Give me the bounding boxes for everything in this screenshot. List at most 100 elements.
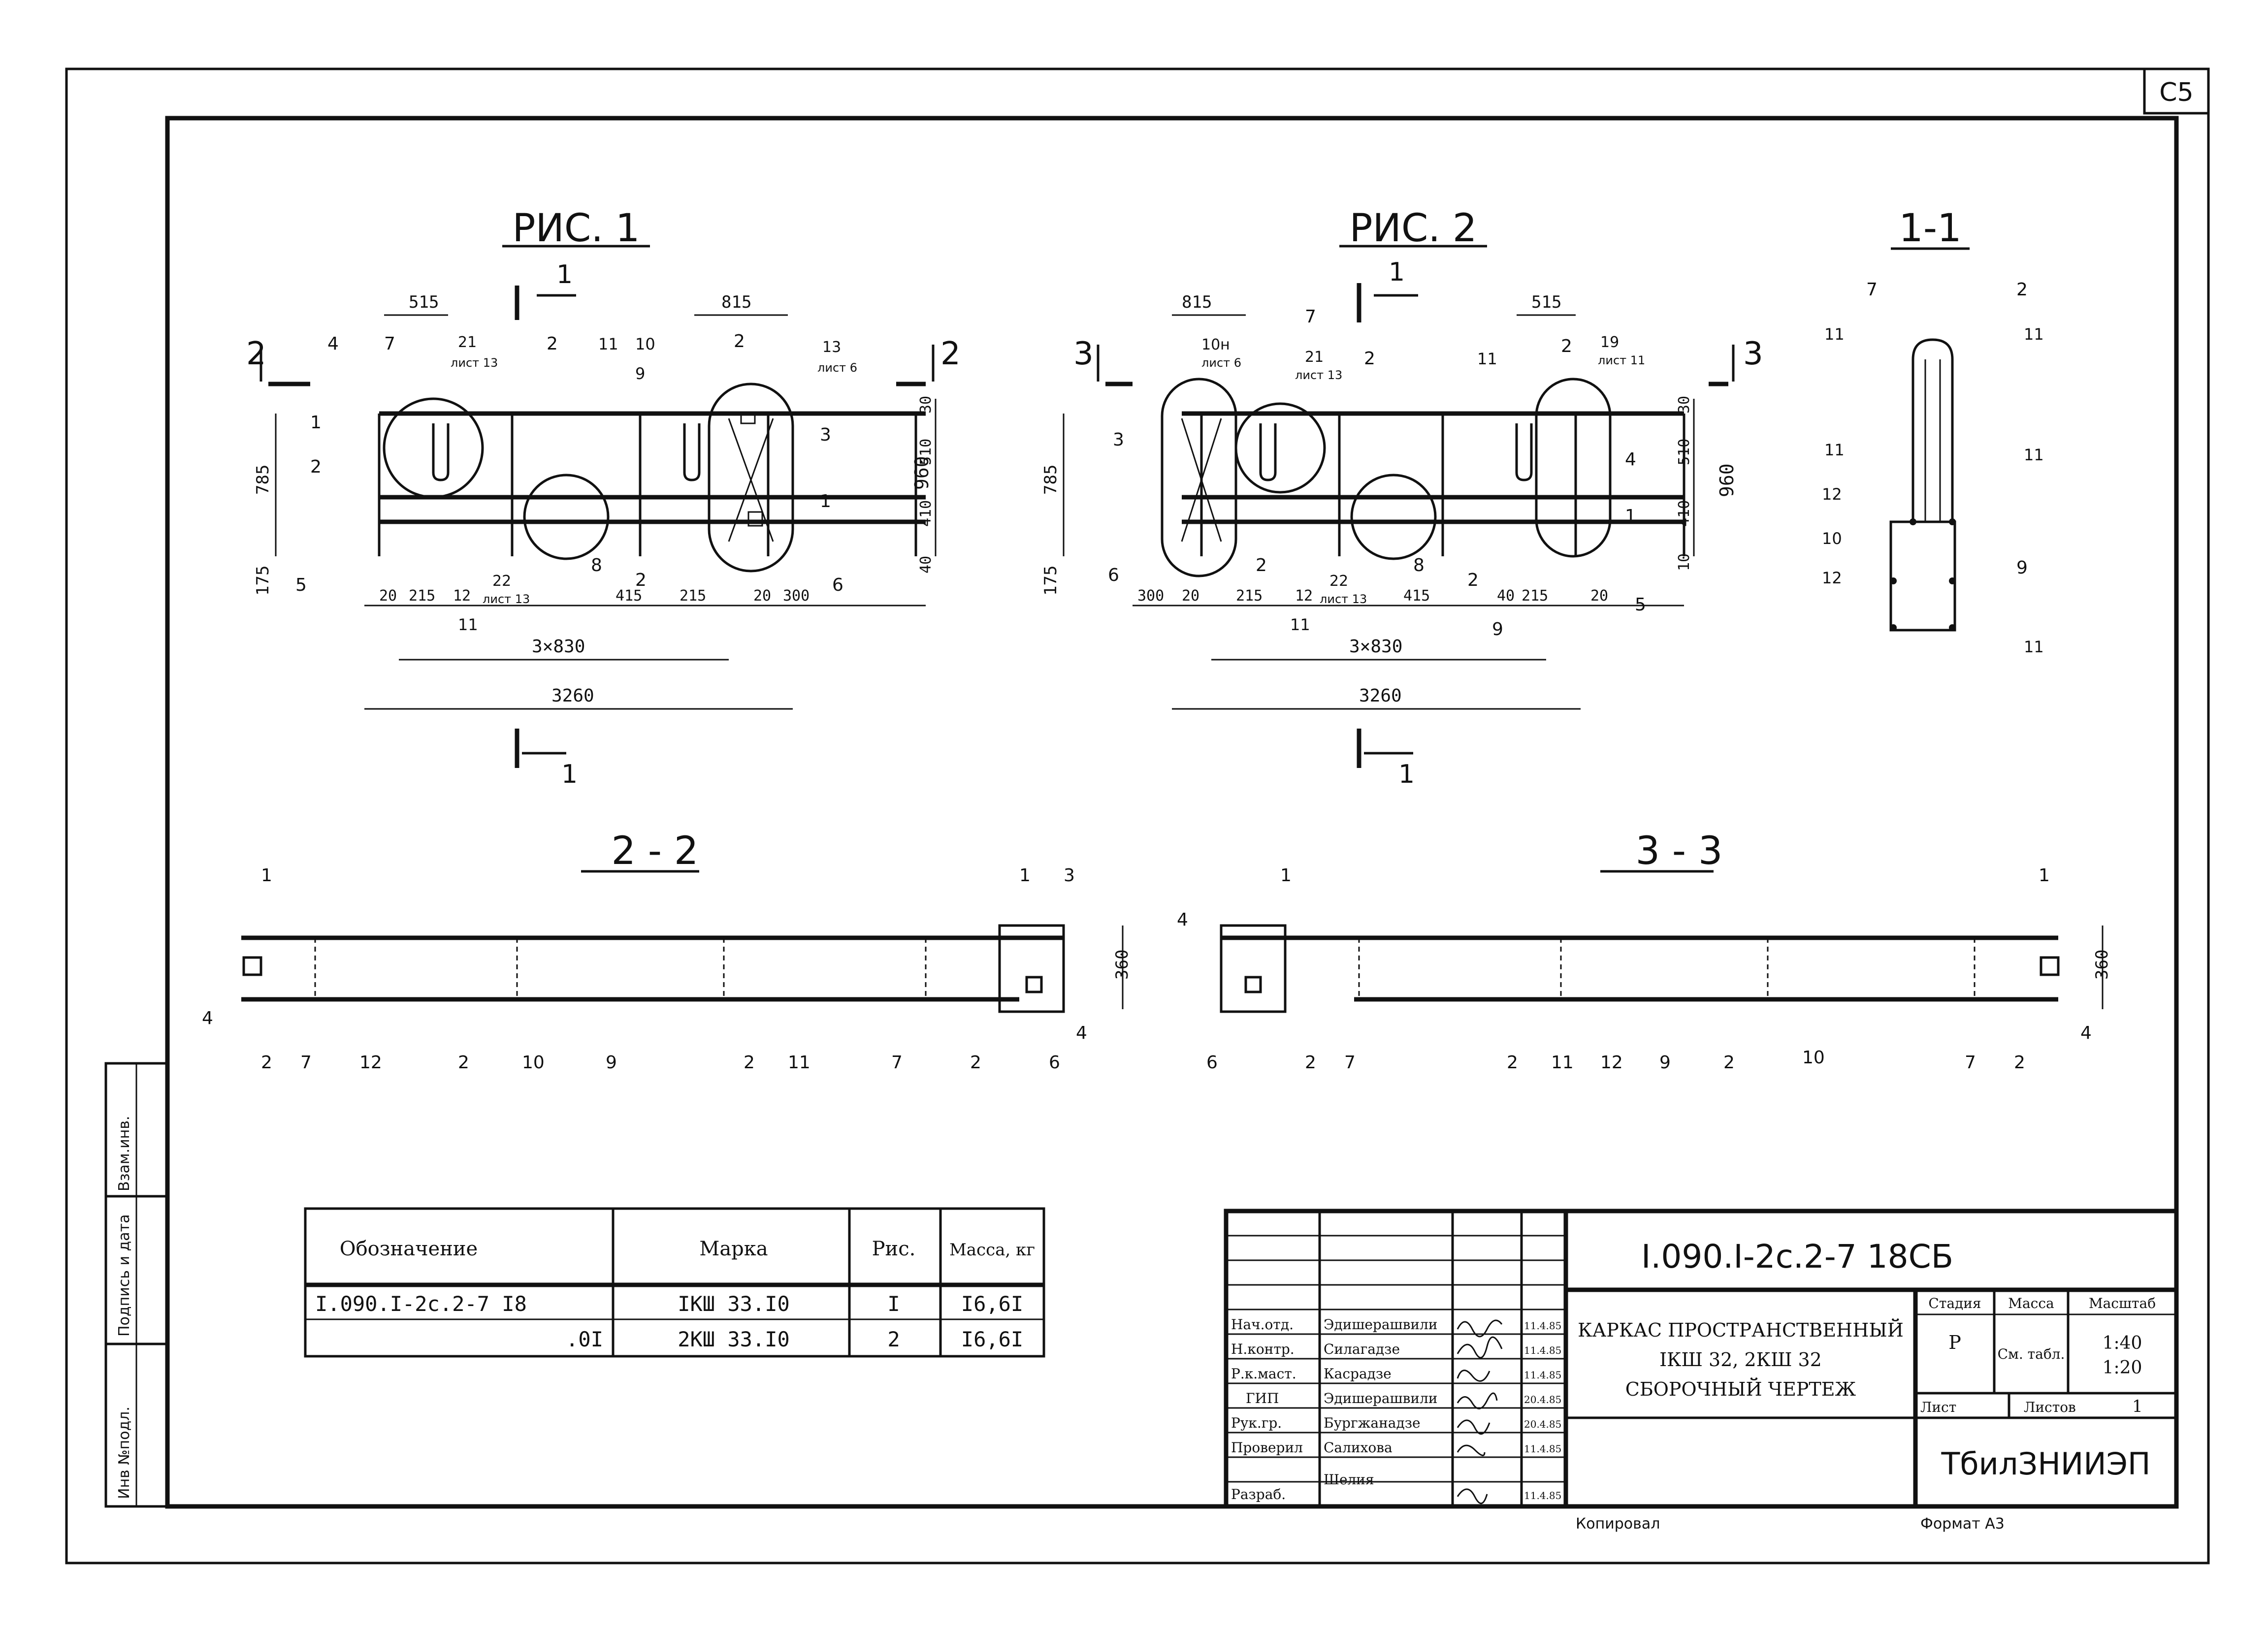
- svg-text:515: 515: [409, 292, 439, 312]
- svg-text:6: 6: [1049, 1053, 1060, 1073]
- svg-text:9: 9: [606, 1053, 617, 1073]
- spec-header-fig: Рис.: [872, 1238, 916, 1260]
- stamp-name: Эдишерашвили: [1324, 1390, 1437, 1406]
- svg-text:9: 9: [635, 364, 645, 383]
- svg-text:215: 215: [1236, 587, 1263, 605]
- svg-text:175: 175: [1041, 566, 1061, 596]
- svg-text:300: 300: [1137, 587, 1164, 605]
- svg-text:лист 6: лист 6: [817, 361, 857, 375]
- svg-text:2: 2: [1467, 570, 1479, 590]
- svg-text:300: 300: [783, 587, 810, 605]
- svg-text:11: 11: [2024, 325, 2044, 344]
- stamp-date: 11.4.85: [1524, 1443, 1561, 1455]
- stamp-title-line2: IКШ 32, 2КШ 32: [1659, 1349, 1822, 1371]
- spec-row1-designation: I.090.I-2с.2-7 I8: [315, 1292, 527, 1316]
- stamp-name: Салихова: [1324, 1439, 1393, 1456]
- spec-header-mass: Масса, кг: [949, 1240, 1035, 1260]
- svg-text:5: 5: [295, 575, 307, 595]
- svg-text:11: 11: [1824, 325, 1845, 344]
- svg-text:8: 8: [1413, 555, 1425, 575]
- svg-text:2: 2: [970, 1053, 981, 1073]
- svg-text:1: 1: [556, 260, 573, 289]
- svg-text:11: 11: [1824, 441, 1845, 459]
- svg-text:11: 11: [1551, 1053, 1574, 1073]
- spec-row2-fig: 2: [887, 1327, 900, 1351]
- svg-text:2: 2: [1305, 1053, 1316, 1073]
- stamp-role: Р.к.маст.: [1231, 1366, 1296, 1382]
- stamp-name: Эдишерашвили: [1324, 1316, 1437, 1333]
- svg-text:5: 5: [1635, 595, 1646, 615]
- svg-text:10: 10: [1676, 553, 1693, 571]
- svg-text:3: 3: [1064, 865, 1075, 886]
- svg-text:515: 515: [1531, 292, 1561, 312]
- stamp-role: Разраб.: [1231, 1486, 1286, 1502]
- svg-text:10: 10: [522, 1053, 545, 1073]
- svg-text:2: 2: [1507, 1053, 1518, 1073]
- svg-text:2: 2: [1723, 1053, 1735, 1073]
- svg-text:22: 22: [1329, 573, 1348, 590]
- svg-text:13: 13: [822, 339, 841, 356]
- svg-text:11: 11: [598, 335, 618, 353]
- svg-text:510: 510: [917, 439, 935, 465]
- spec-table: Обозначение Марка Рис. Масса, кг I.090.I…: [304, 1207, 1045, 1358]
- svg-text:11: 11: [1477, 350, 1497, 368]
- svg-text:960: 960: [1716, 463, 1738, 497]
- stamp-date: 11.4.85: [1524, 1344, 1561, 1356]
- stamp-mass: См. табл.: [1998, 1346, 2065, 1362]
- svg-text:12: 12: [453, 587, 471, 605]
- svg-text:лист 6: лист 6: [1201, 356, 1241, 370]
- svg-text:2: 2: [261, 1053, 272, 1073]
- svg-text:20: 20: [1590, 587, 1608, 605]
- stamp-name: Шелия: [1324, 1471, 1374, 1488]
- svg-text:3260: 3260: [551, 686, 594, 706]
- svg-text:3×830: 3×830: [1349, 637, 1402, 657]
- spec-row1-mass: I6,6I: [961, 1292, 1023, 1316]
- stamp-date: 11.4.85: [1524, 1369, 1561, 1381]
- svg-text:20: 20: [753, 587, 771, 605]
- svg-text:2: 2: [734, 331, 745, 351]
- sec33-title: 3 - 3: [1636, 829, 1723, 873]
- side-stamp-replace: Взам.инв.: [116, 1116, 133, 1191]
- svg-text:2: 2: [635, 570, 647, 590]
- svg-text:12: 12: [1822, 569, 1842, 587]
- svg-text:лист 11: лист 11: [1598, 353, 1645, 367]
- stamp-role: ГИП: [1246, 1390, 1279, 1406]
- stamp-name: Касрадзе: [1324, 1366, 1392, 1382]
- svg-text:215: 215: [1522, 587, 1548, 605]
- stamp-sheets: 1: [2132, 1397, 2143, 1416]
- fig1-title: РИС. 1: [512, 206, 640, 251]
- svg-text:215: 215: [680, 587, 706, 605]
- stamp-scale-2: 1:20: [2103, 1358, 2142, 1378]
- title-block: I.090.I-2с.2-7 18СБ КАРКАС ПРОСТРАНСТВЕН…: [1224, 1209, 2179, 1509]
- svg-text:215: 215: [409, 587, 435, 605]
- svg-text:20: 20: [379, 587, 397, 605]
- svg-text:410: 410: [1676, 500, 1693, 527]
- svg-text:2: 2: [1256, 555, 1267, 575]
- stamp-sheets-label: Листов: [2024, 1399, 2076, 1415]
- svg-text:2: 2: [2016, 280, 2028, 300]
- spec-header-mark: Марка: [699, 1238, 768, 1260]
- spec-header-designation: Обозначение: [340, 1238, 478, 1260]
- svg-text:2: 2: [1364, 349, 1375, 369]
- svg-text:7: 7: [1866, 280, 1878, 300]
- svg-text:7: 7: [300, 1053, 312, 1073]
- svg-text:7: 7: [1344, 1053, 1356, 1073]
- svg-text:40: 40: [1497, 587, 1515, 605]
- svg-text:40: 40: [917, 556, 935, 574]
- sec11-title: 1-1: [1899, 206, 1961, 251]
- side-stamp-inv: Инв №подл.: [116, 1406, 133, 1499]
- spec-row2-designation: .0I: [566, 1327, 603, 1351]
- footer-format: Формат А3: [1920, 1515, 2005, 1532]
- svg-text:3: 3: [1073, 336, 1094, 372]
- stamp-scale-1: 1:40: [2103, 1333, 2142, 1353]
- svg-text:1: 1: [261, 865, 272, 886]
- stamp-code: I.090.I-2с.2-7 18СБ: [1641, 1238, 1953, 1276]
- svg-text:2: 2: [458, 1053, 469, 1073]
- svg-text:175: 175: [253, 566, 273, 596]
- spec-row2-mass: I6,6I: [961, 1327, 1023, 1351]
- svg-text:10: 10: [635, 335, 655, 353]
- svg-text:815: 815: [721, 292, 751, 312]
- spec-row1-fig: I: [887, 1292, 900, 1316]
- svg-text:7: 7: [891, 1053, 903, 1073]
- svg-text:12: 12: [1600, 1053, 1623, 1073]
